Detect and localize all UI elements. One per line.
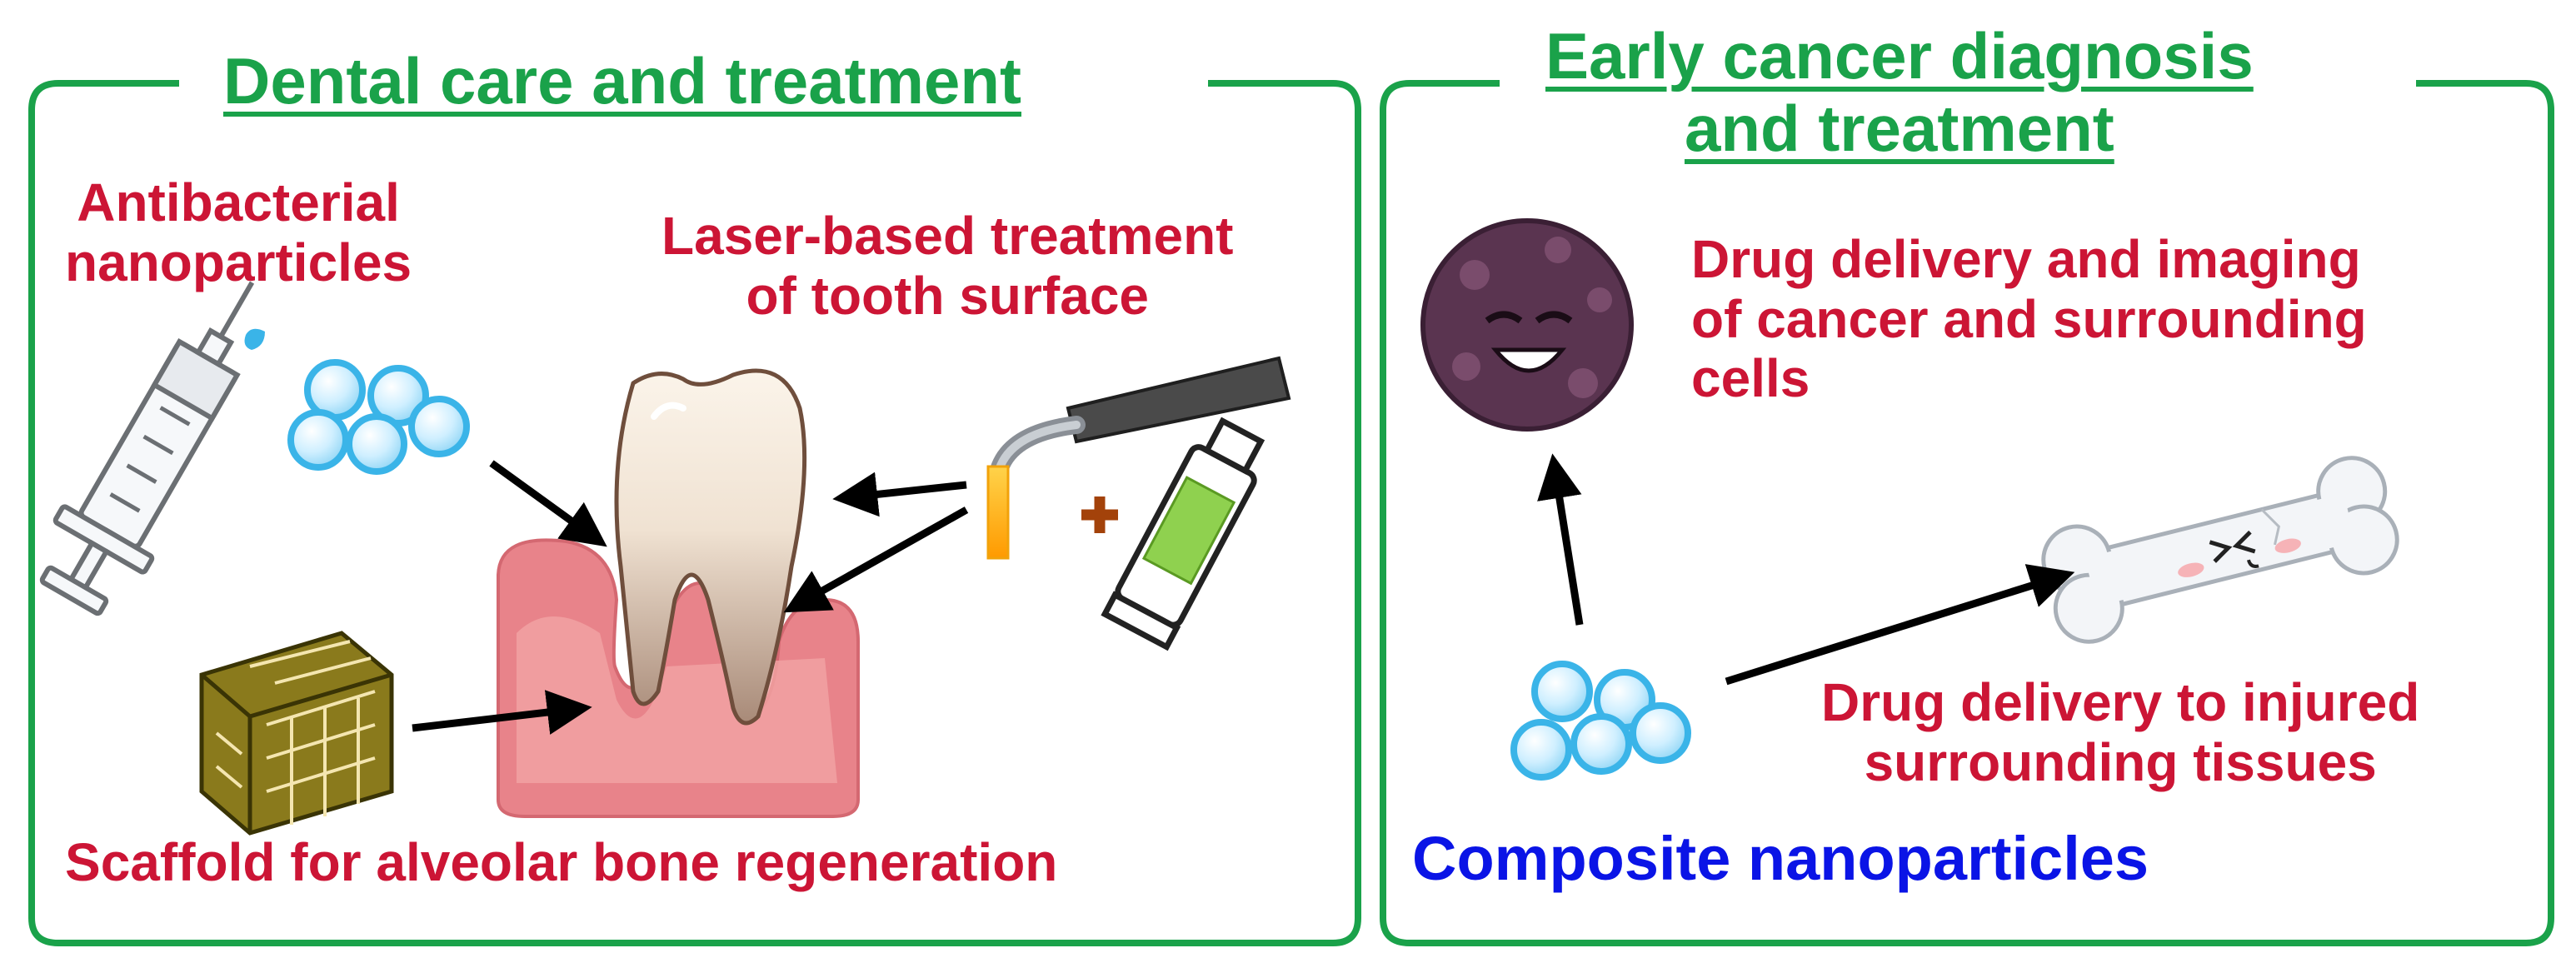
nanoparticles-icon	[287, 359, 470, 475]
scaffold-grid	[215, 640, 376, 825]
composite-label: Composite nanoparticles	[1412, 824, 2149, 893]
drug-injured-label: Drug delivery to injured surrounding tis…	[1821, 672, 2420, 792]
right-panel-title: Early cancer diagnosis and treatment	[1512, 19, 2287, 166]
arrow-scaffold-to-gum	[412, 690, 592, 735]
arrow-laser-to-tooth-lower	[783, 506, 969, 613]
right-panel-frame	[1380, 80, 2554, 946]
arrow-nanoparticles-to-cancer	[1537, 453, 1584, 626]
arrows	[412, 453, 2075, 735]
laser-tool-icon	[986, 356, 1291, 560]
tooth-icon	[614, 368, 807, 726]
scaffold-icon	[199, 631, 394, 836]
left-panel-title: Dental care and treatment	[190, 44, 1055, 118]
plus-icon	[1081, 496, 1118, 533]
left-panel-frame	[28, 80, 1361, 946]
tooth-highlight	[651, 402, 686, 420]
composite-nanoparticles-icon	[1510, 661, 1691, 781]
arrow-laser-to-tooth-upper	[832, 472, 967, 517]
gel-tube-icon	[1101, 417, 1266, 651]
drug-imaging-label: Drug delivery and imaging of cancer and …	[1691, 229, 2367, 409]
syringe-icon	[39, 281, 255, 616]
laser-label: Laser-based treatment of tooth surface	[661, 206, 1234, 326]
syringe-droplet	[244, 328, 265, 350]
bone-icon	[2041, 456, 2399, 644]
scaffold-label: Scaffold for alveolar bone regeneration	[65, 832, 1058, 892]
arrow-nanoparticles-to-bone	[1725, 564, 2075, 686]
gum-inner	[517, 616, 837, 783]
cancer-cell-icon	[1420, 218, 1634, 432]
arrow-nanoparticles-to-tooth	[489, 460, 607, 547]
antibacterial-label: Antibacterial nanoparticles	[65, 172, 412, 292]
